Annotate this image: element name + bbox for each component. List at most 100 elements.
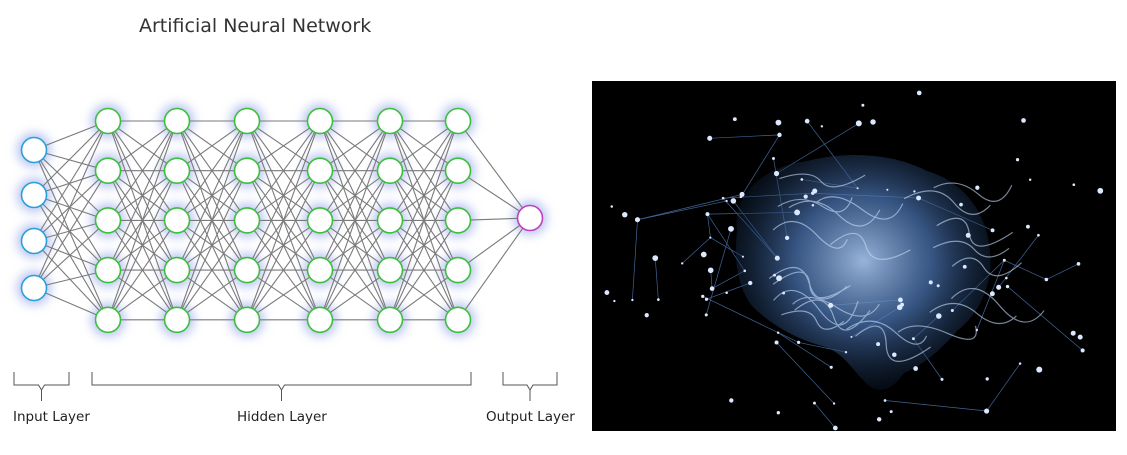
network-dot [1028, 178, 1032, 181]
network-dot [975, 328, 979, 332]
connection-edge [389, 120, 459, 172]
input-node [20, 136, 48, 164]
connection-edge [33, 149, 109, 271]
hidden-node [94, 306, 122, 334]
network-dot [784, 235, 790, 240]
network-dot [916, 90, 922, 96]
network-dot [1080, 348, 1085, 353]
hidden-node [233, 157, 261, 184]
connection-edge [107, 170, 178, 321]
hidden-node [444, 107, 472, 135]
network-dot [876, 342, 881, 347]
hidden-node [376, 306, 404, 334]
network-dot [812, 401, 816, 405]
connection-edge [33, 194, 109, 321]
network-dot [898, 297, 903, 303]
brain-shape [735, 155, 991, 390]
network-dot [989, 291, 995, 297]
input-node [20, 181, 48, 209]
network-dot [725, 199, 728, 203]
network-dot [828, 302, 834, 308]
connection-edge [319, 170, 391, 321]
network-dot [984, 408, 990, 414]
network-dot [732, 117, 737, 122]
network-dot [1036, 366, 1043, 373]
hidden-node [444, 157, 472, 184]
network-dot [850, 335, 853, 338]
network-dot [705, 212, 710, 217]
network-dot [725, 291, 728, 295]
hidden-node [94, 157, 122, 184]
network-dot [707, 135, 713, 141]
connection-edge [319, 120, 391, 271]
network-dot [1018, 362, 1022, 365]
network-dot [832, 425, 838, 431]
connection-edge [107, 120, 178, 271]
network-dot [613, 299, 616, 303]
network-dot [996, 284, 1002, 290]
hidden-node [306, 256, 334, 284]
network-dot [700, 251, 707, 258]
connection-edge [33, 149, 109, 321]
network-dot [1005, 284, 1010, 289]
network-dot [794, 209, 801, 216]
network-dot [1097, 187, 1104, 194]
hidden-layer-brace [91, 372, 472, 401]
connection-edge [389, 120, 459, 320]
network-dot [886, 188, 889, 191]
connection-edge [389, 269, 459, 321]
network-dot [776, 275, 782, 282]
network-dot [1005, 276, 1008, 280]
connection-edge [319, 269, 391, 321]
connection-edge [246, 120, 321, 172]
network-dot [829, 365, 833, 369]
network-dot [610, 205, 614, 208]
hidden-node [233, 207, 261, 234]
network-dot [776, 331, 780, 335]
network-dot [644, 313, 649, 318]
network-dot [962, 264, 967, 269]
connection-edge [33, 120, 109, 289]
network-dot [812, 188, 818, 194]
connection-edge [33, 219, 109, 289]
hidden-node [444, 306, 472, 334]
network-dot [928, 280, 933, 285]
connection-edge [176, 120, 248, 221]
network-dot [936, 313, 942, 319]
connection-edge [457, 120, 531, 219]
connection-edge [107, 269, 178, 321]
connection-edge [107, 120, 178, 221]
network-dot [936, 284, 940, 288]
network-dot [652, 255, 659, 261]
network-dot [870, 119, 876, 125]
connection-edge [33, 120, 109, 242]
hidden-node [306, 306, 334, 334]
network-dot [776, 411, 781, 415]
network-dot [1015, 158, 1020, 162]
connection-edge [389, 220, 459, 321]
hidden-node [233, 107, 261, 135]
input-node [20, 227, 48, 255]
network-dot [832, 402, 836, 405]
hidden-node [163, 256, 191, 284]
network-dot [748, 280, 753, 286]
input-layer-label: Input Layer [13, 409, 90, 425]
network-dot [883, 399, 887, 402]
network-dot [800, 178, 804, 181]
network-dot [913, 190, 916, 193]
output-layer-label: Output Layer [486, 409, 575, 425]
hidden-node [163, 207, 191, 234]
hidden-node [94, 256, 122, 284]
network-dot [820, 125, 824, 128]
hidden-node [444, 207, 472, 234]
connection-edge [246, 269, 321, 321]
network-dot [811, 203, 815, 207]
connection-edge [389, 120, 459, 271]
network-dot [803, 194, 808, 199]
network-dot [622, 211, 628, 218]
connection-edge [457, 217, 531, 271]
connection-edge [33, 120, 109, 196]
neural-network-diagram [13, 104, 558, 401]
connection-edge [246, 120, 321, 320]
network-dot [721, 196, 725, 200]
